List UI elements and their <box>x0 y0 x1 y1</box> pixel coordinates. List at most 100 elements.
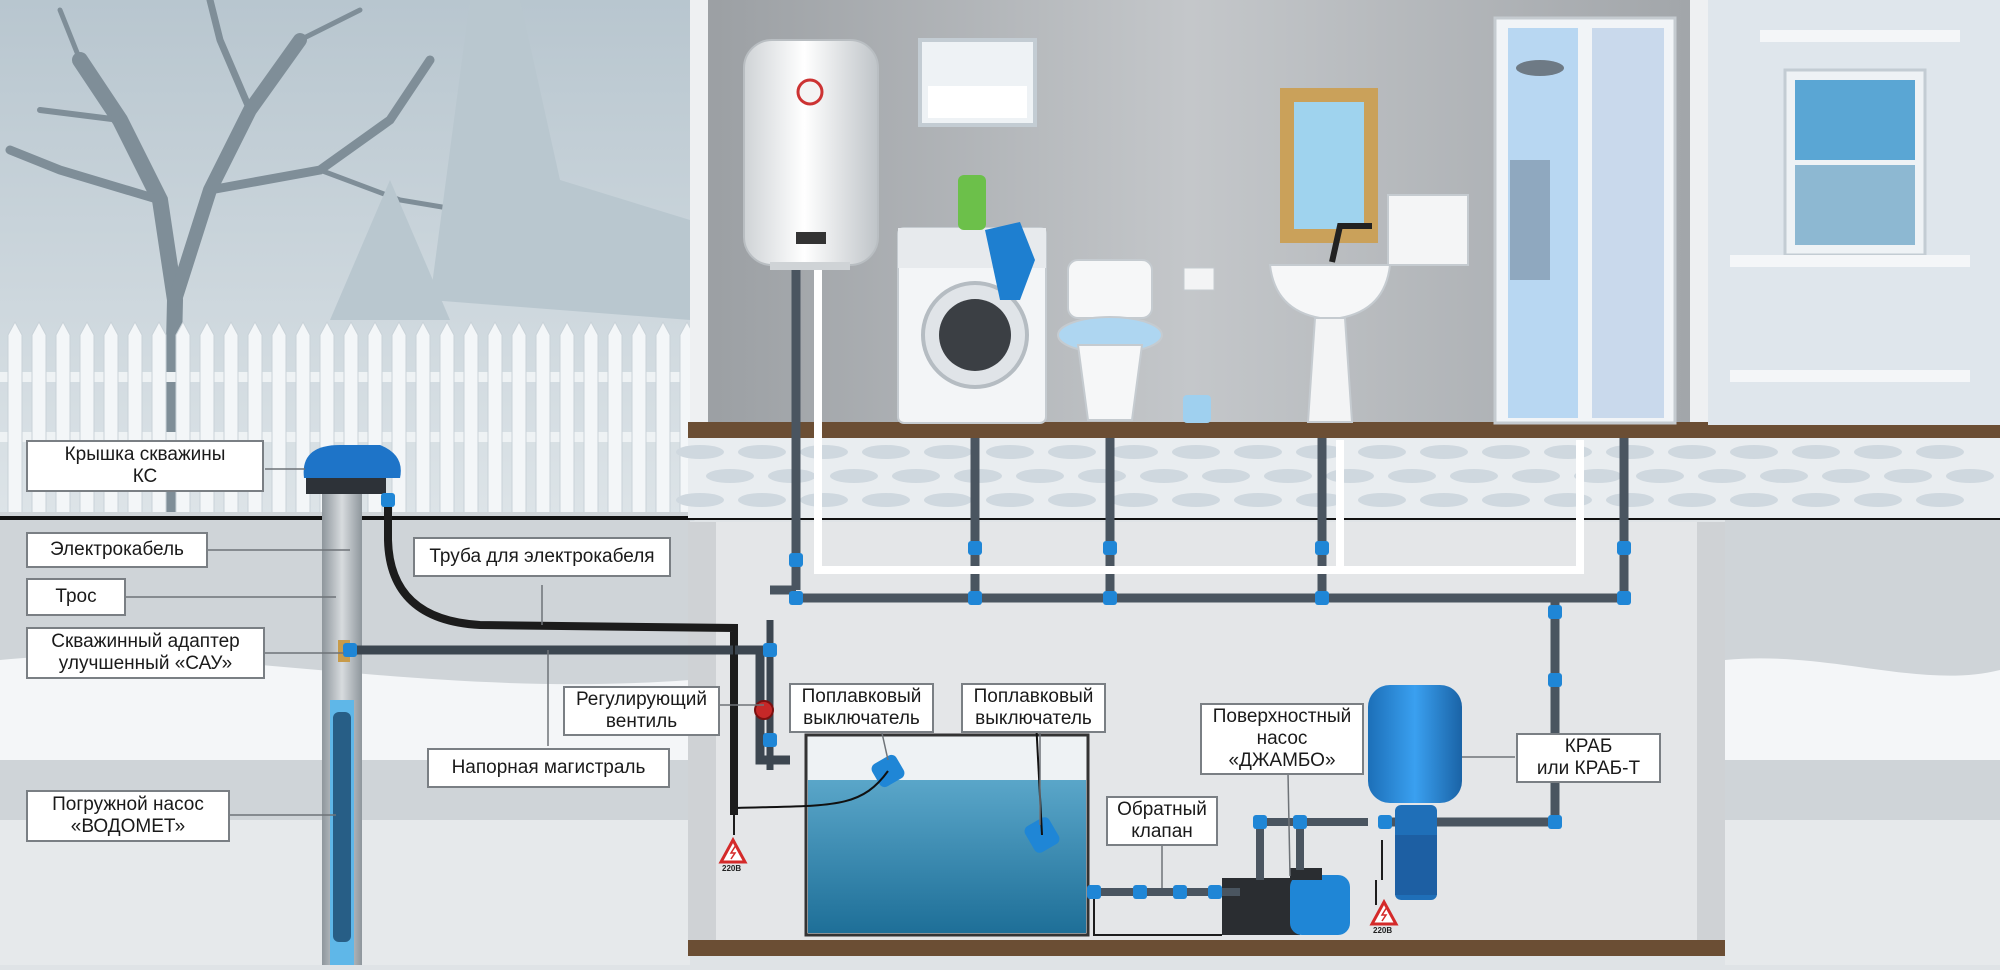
foundation-stone <box>1172 493 1220 507</box>
toilet-icon <box>1057 259 1163 421</box>
wall-left-trim <box>690 0 708 425</box>
foundation-stone <box>1140 469 1188 483</box>
foundation-stone <box>1110 445 1158 459</box>
pipe-fitting <box>1293 815 1307 829</box>
foundation-stone <box>1760 469 1808 483</box>
foundation-stone <box>800 445 848 459</box>
foundation-stone <box>1110 493 1158 507</box>
foundation-stone <box>862 493 910 507</box>
label-well-cap-line2: КС <box>132 466 158 487</box>
foundation-stone <box>1606 445 1654 459</box>
foundation-stone <box>1482 493 1530 507</box>
pipe-fitting <box>1315 591 1329 605</box>
pipe-fitting <box>968 591 982 605</box>
pipe-fitting <box>1617 541 1631 555</box>
foundation-stone <box>1078 469 1126 483</box>
label-surface-pump-line3: «ДЖАМБО» <box>1228 750 1336 771</box>
foundation-stone <box>1264 469 1312 483</box>
window-icon <box>1795 80 1915 160</box>
foundation-stone <box>892 469 940 483</box>
foundation-stone <box>1016 469 1064 483</box>
label-well-cap-line1: Крышка скважины <box>64 444 226 465</box>
label-cable-pipe-line1: Труба для электрокабеля <box>429 546 655 567</box>
foundation-stone <box>1512 469 1560 483</box>
label-check-valve-line2: клапан <box>1131 821 1193 842</box>
voltage-warning-1: 220В <box>722 864 742 873</box>
fence-picket <box>631 320 647 521</box>
pipe-fitting <box>1103 541 1117 555</box>
foundation-stone <box>1698 469 1746 483</box>
pipe-fitting <box>789 553 803 567</box>
foundation-stone <box>1048 493 1096 507</box>
pipe-fitting <box>1548 673 1562 687</box>
label-electro-cable-line1: Электрокабель <box>50 539 184 560</box>
fence-picket <box>7 320 23 521</box>
foundation-stone <box>986 445 1034 459</box>
label-regulating-valve-line1: Регулирующий <box>575 689 708 710</box>
pump-suction-return <box>1093 892 1222 936</box>
foundation-stone <box>1916 493 1964 507</box>
label-float-switch-1: Поплавковый выключатель <box>789 683 934 733</box>
foundation-stone <box>1202 469 1250 483</box>
pipe-fitting <box>763 733 777 747</box>
label-surface-pump-line2: насос <box>1256 728 1308 749</box>
basement-right-brick <box>1697 522 1725 942</box>
well-cap <box>303 445 401 478</box>
snow-layer-right <box>1725 658 2000 760</box>
regulating-valve-handle <box>754 700 774 720</box>
pipe-fitting <box>1548 605 1562 619</box>
fence-picket <box>607 320 623 521</box>
leader-lines <box>125 468 1515 888</box>
foundation-stone <box>1450 469 1498 483</box>
label-accumulator: КРАБ или КРАБ-Т <box>1516 733 1661 783</box>
foundation-stone <box>1420 445 1468 459</box>
foundation-stone <box>1574 469 1622 483</box>
label-float-switch-1-line1: Поплавковый <box>801 686 922 707</box>
mirror <box>1280 88 1378 243</box>
foundation-stone <box>1854 445 1902 459</box>
warning-triangle-icon <box>1369 898 1399 926</box>
label-float-switch-2-line1: Поплавковый <box>973 686 1094 707</box>
foundation-stone <box>1606 493 1654 507</box>
foundation-stone <box>862 445 910 459</box>
toilet-paper <box>1183 267 1215 291</box>
foundation-stone <box>1668 445 1716 459</box>
foundation-stone <box>1884 469 1932 483</box>
foundation-stone <box>738 493 786 507</box>
foundation-stone <box>1792 445 1840 459</box>
label-float-switch-1-line2: выключатель <box>803 708 920 729</box>
label-electro-cable: Электрокабель <box>26 532 208 568</box>
pipe-fitting <box>1133 885 1147 899</box>
pipe-fitting <box>1253 815 1267 829</box>
foundation-stone <box>676 493 724 507</box>
label-regulating-valve-line2: вентиль <box>605 711 678 732</box>
foundation-stone <box>1234 445 1282 459</box>
fence-picket <box>655 320 671 521</box>
fence-picket <box>535 320 551 521</box>
basement-floor <box>688 940 1725 956</box>
foundation-stone <box>1730 445 1778 459</box>
label-cable-pipe: Труба для электрокабеля <box>413 537 671 577</box>
shower-cabin-icon <box>1493 16 1677 425</box>
label-float-switch-2-line2: выключатель <box>975 708 1092 729</box>
fence-picket <box>271 320 287 521</box>
washing-machine-icon <box>897 175 1047 424</box>
pipe-fitting <box>1103 591 1117 605</box>
fence-picket <box>487 320 503 521</box>
floor-beam <box>688 422 2000 438</box>
foundation-stone <box>738 445 786 459</box>
label-rope: Трос <box>26 578 126 616</box>
pipe-fitting <box>343 643 357 657</box>
surface-pump <box>1222 868 1350 935</box>
pipe-fitting <box>763 643 777 657</box>
foundation-stone <box>1730 493 1778 507</box>
foundation-stone <box>1544 445 1592 459</box>
foundation-stone <box>1326 469 1374 483</box>
label-accumulator-line2: или КРАБ-Т <box>1536 758 1641 779</box>
foundation-stone <box>1544 493 1592 507</box>
foundation-stone <box>1636 469 1684 483</box>
pine-trees <box>330 0 690 320</box>
foundation-stone <box>1048 445 1096 459</box>
label-submersible-pump: Погружной насос «ВОДОМЕТ» <box>26 790 230 842</box>
